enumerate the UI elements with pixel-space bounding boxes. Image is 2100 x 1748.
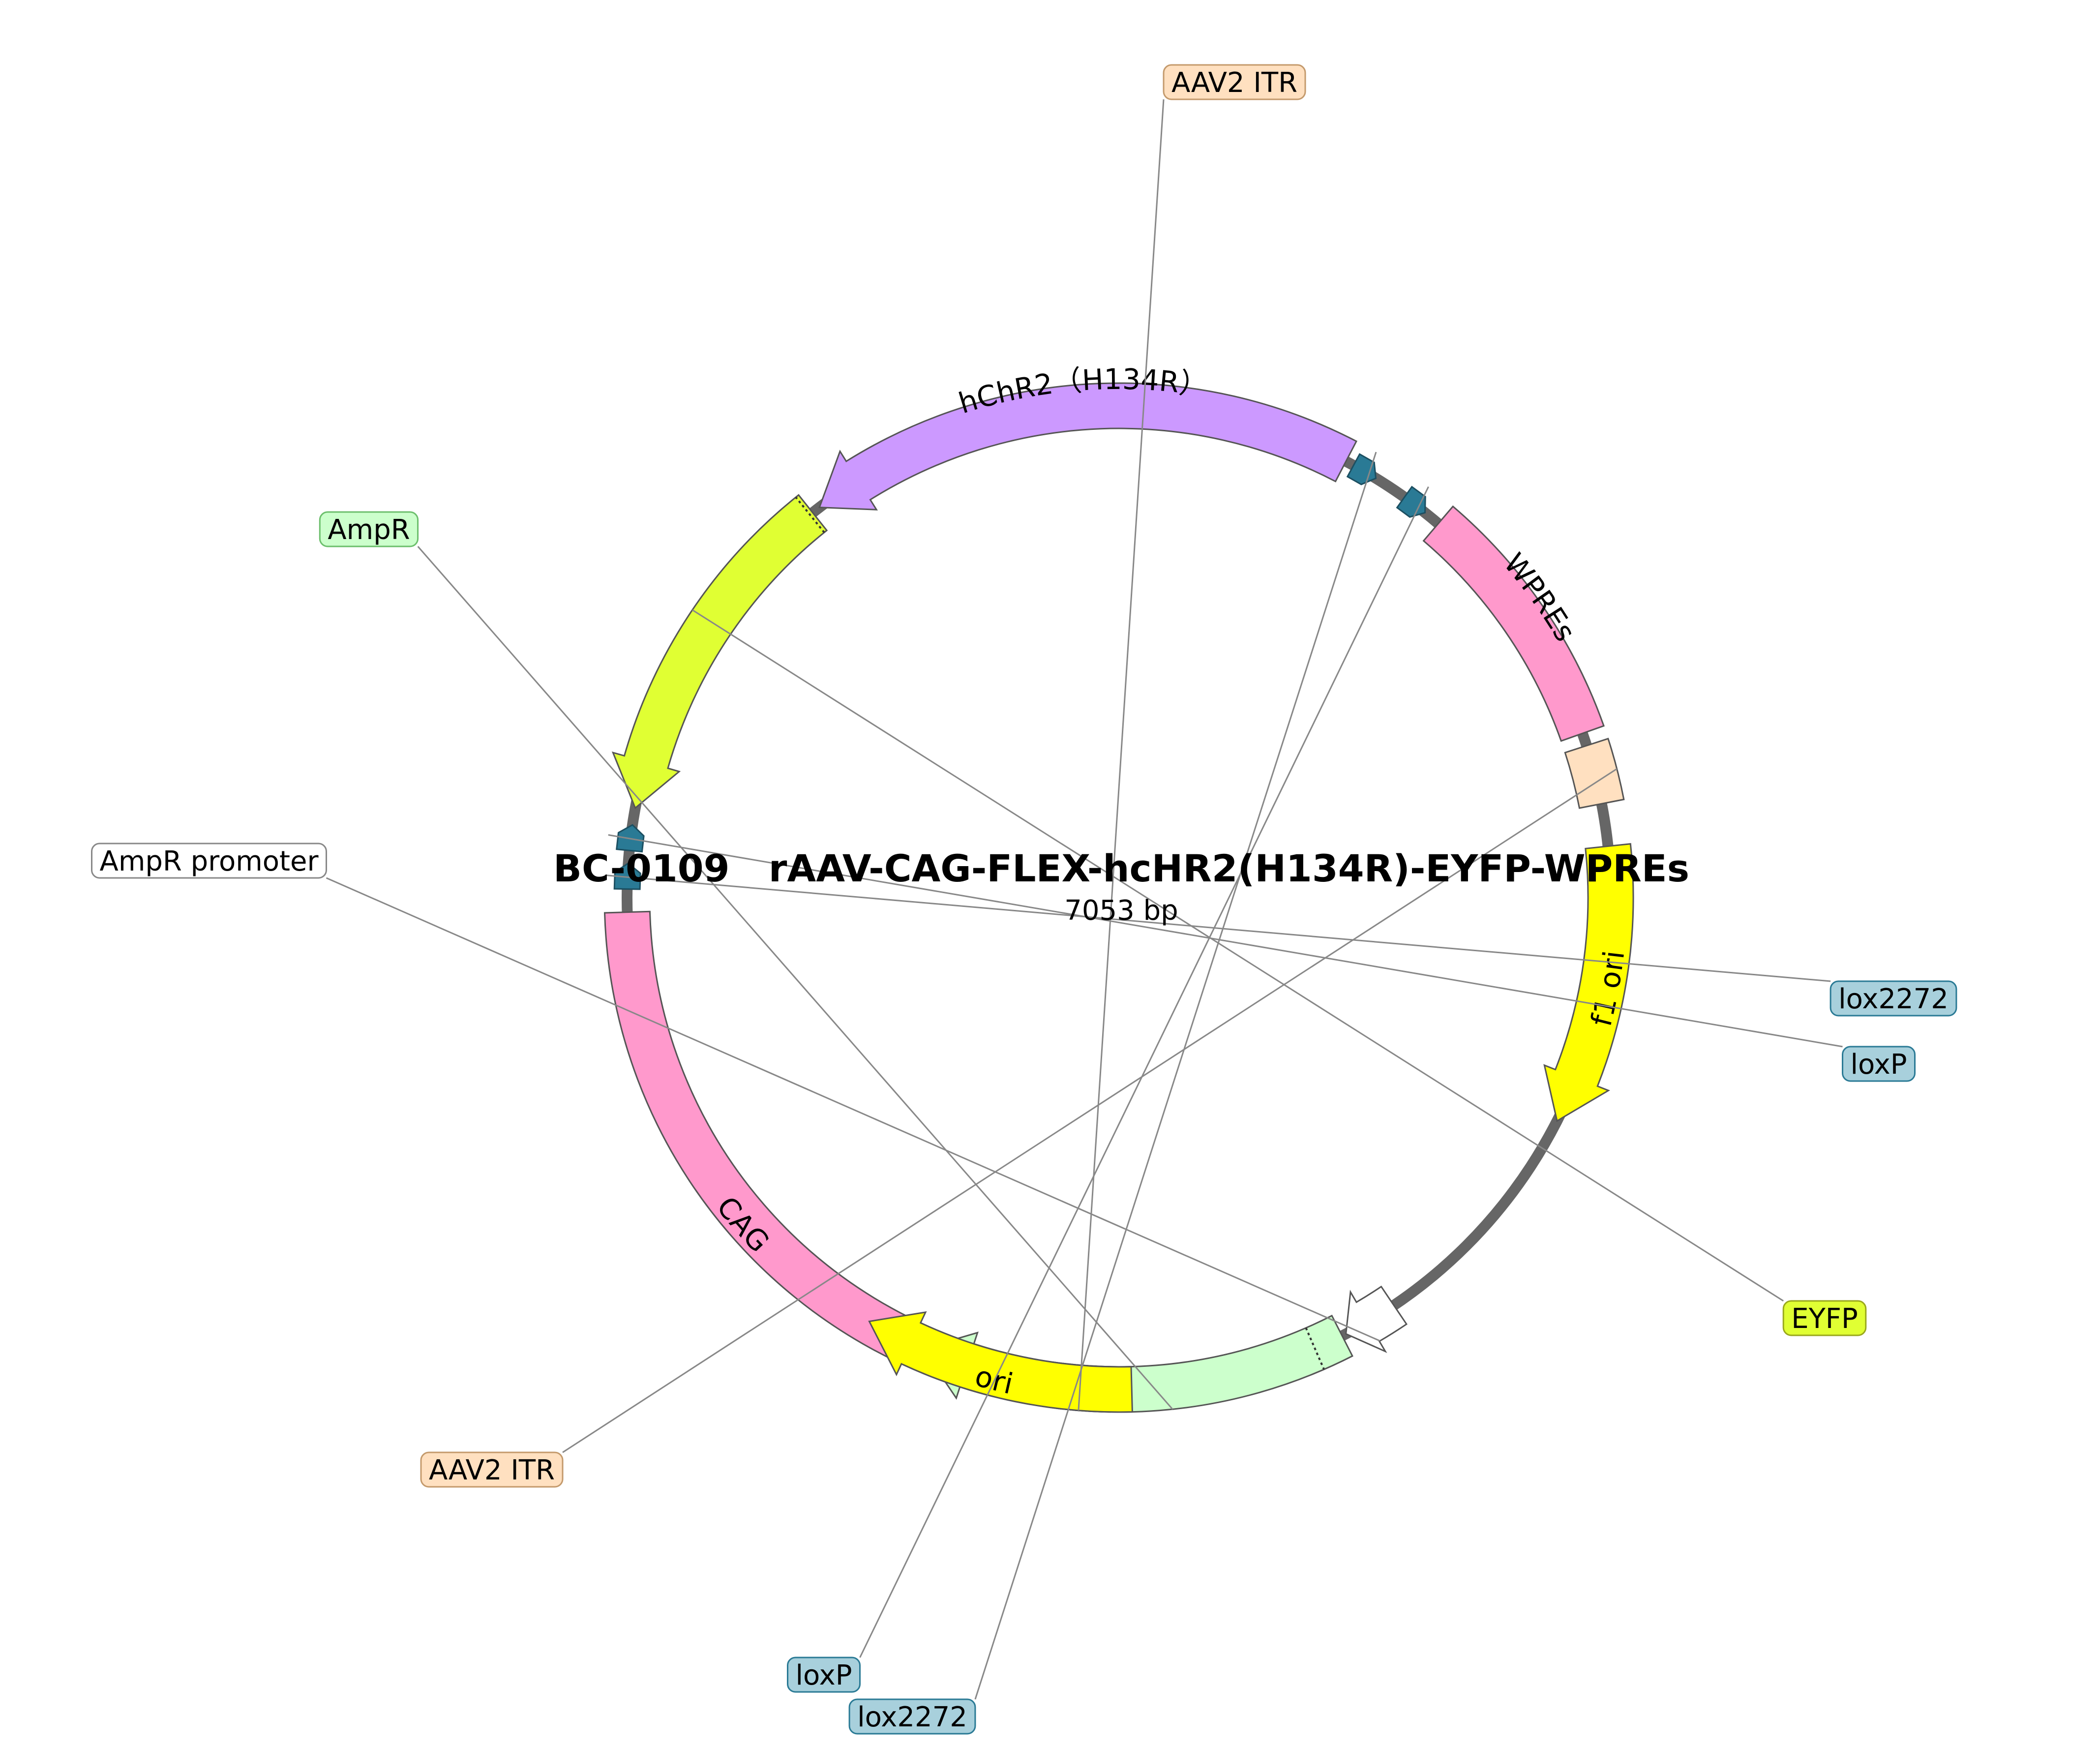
- lox2272-bottom-callout-leader: [974, 452, 1377, 1700]
- ampr-promoter-feature: [1345, 1285, 1408, 1353]
- loxp-right-callout-leader: [608, 834, 1843, 1048]
- aav2-itr-bottom-feature: [1564, 737, 1625, 809]
- loxp-right-callout-box: [1842, 1046, 1916, 1082]
- ori-feature: [868, 1311, 1133, 1413]
- eyfp-boundary-mark: [795, 496, 825, 533]
- callout-leaders: [326, 99, 1843, 1700]
- aav2-itr-top-callout-leader: [1078, 99, 1165, 1411]
- aav2-itr-bottom-callout-leader: [562, 768, 1618, 1453]
- ampr-promoter-callout-box: [91, 843, 327, 879]
- loxp-bottom-callout-label: loxP: [795, 1659, 852, 1691]
- aav2-itr-top-callout-box: [1163, 64, 1306, 100]
- ampr-callout-box: [319, 511, 419, 547]
- cag-feature: [603, 910, 1039, 1405]
- lox2272-right-callout-leader: [604, 874, 1831, 982]
- f1-ori-feature: [1543, 843, 1634, 1122]
- loxp-bottom-callout-box: [787, 1657, 861, 1693]
- hchr2-feature: [818, 382, 1358, 511]
- loxp-bottom-callout-leader: [859, 486, 1429, 1658]
- ampr-callout-leader: [417, 546, 1173, 1410]
- aav2-itr-bottom-callout-box: [420, 1451, 564, 1488]
- eyfp-callout-box: [1782, 1300, 1867, 1336]
- aav2-itr-bottom-callout-label: AAV2 ITR: [429, 1454, 555, 1486]
- ampr-promoter-callout-label: AmpR promoter: [100, 845, 319, 877]
- eyfp-callout-label: EYFP: [1791, 1303, 1858, 1335]
- lox2272-right-callout-box: [1830, 980, 1957, 1017]
- aav2-itr-top-callout-label: AAV2 ITR: [1171, 67, 1297, 99]
- loxp-right-callout-label: loxP: [1850, 1049, 1907, 1081]
- plasmid-title: BC-0109 rAAV-CAG-FLEX-hcHR2(H134R)-EYFP-…: [553, 846, 1689, 890]
- ampr-callout-label: AmpR: [328, 514, 410, 546]
- plasmid-size: 7053 bp: [1064, 895, 1178, 927]
- ampr-promoter-callout-leader: [326, 877, 1380, 1342]
- lox2272-right-callout-label: lox2272: [1838, 983, 1949, 1015]
- lox2272-bottom-callout-box: [848, 1698, 976, 1735]
- loxp-bottom-feature: [1396, 485, 1426, 518]
- lox2272-right-feature: [613, 862, 641, 890]
- eyfp-callout-leader: [691, 609, 1784, 1302]
- wpres-feature: [1422, 505, 1605, 742]
- eyfp-feature: [611, 494, 828, 810]
- ampr-boundary-mark: [1305, 1327, 1325, 1370]
- lox2272-bottom-callout-label: lox2272: [857, 1701, 967, 1733]
